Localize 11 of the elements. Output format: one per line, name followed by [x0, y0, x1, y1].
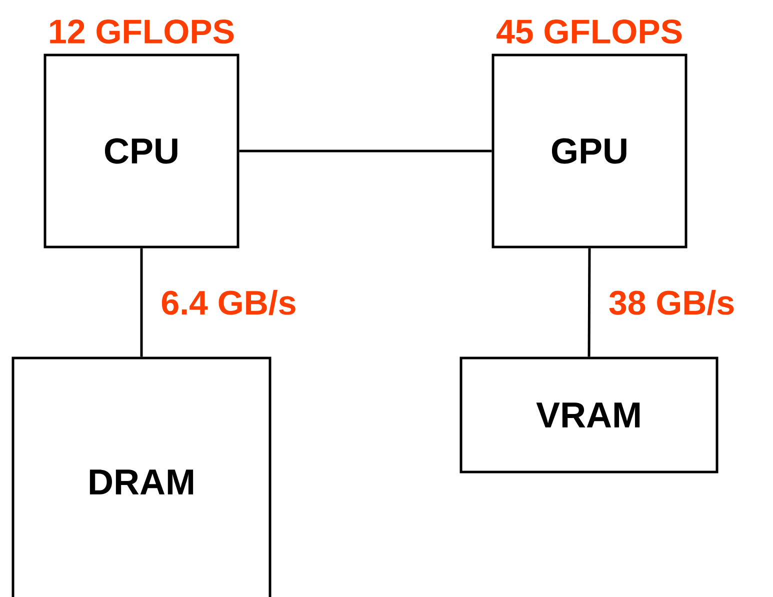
performance-label: 45 GFLOPS [496, 19, 682, 44]
box: DRAM [12, 356, 272, 597]
bandwidth-label: 38 GB/s [606, 288, 738, 318]
connector-line [140, 248, 143, 357]
bandwidth-label: 6.4 GB/s [158, 288, 299, 318]
box: CPU [44, 54, 240, 248]
performance-label: 12 GFLOPS [50, 19, 234, 44]
box: GPU [492, 54, 688, 248]
connector-line [239, 150, 492, 152]
connector-line [588, 248, 591, 357]
box: VRAM [460, 356, 718, 474]
